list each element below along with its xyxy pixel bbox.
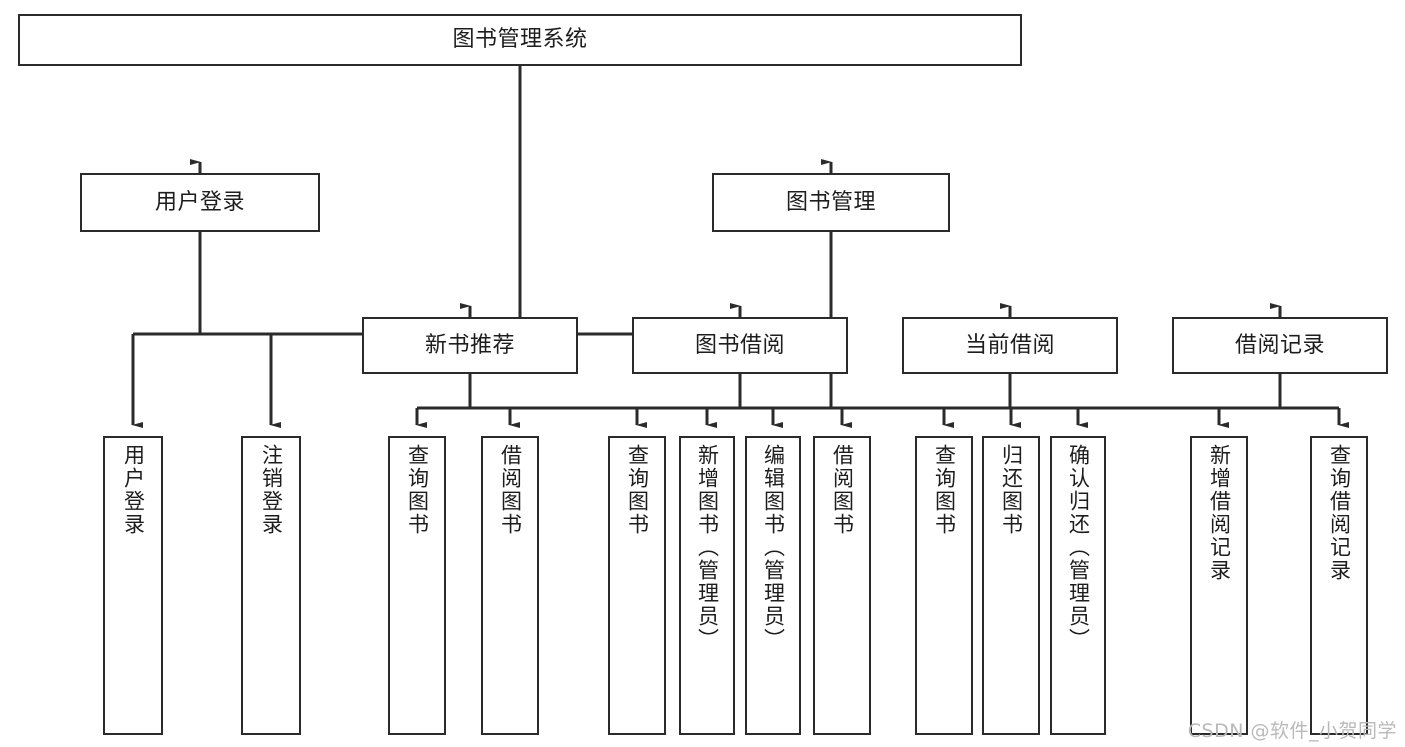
node-borrow-record-label: 借阅记录 bbox=[1234, 332, 1325, 358]
node-book-manage-label: 图书管理 bbox=[785, 189, 876, 215]
node-current-borrow[interactable]: 当前借阅 bbox=[902, 317, 1118, 374]
leaf-query-book-borrow[interactable]: 查询图书 bbox=[608, 436, 666, 735]
leaf-edit-book-admin[interactable]: 编辑图书（管理员） bbox=[745, 436, 801, 735]
node-new-book-recommend-label: 新书推荐 bbox=[424, 332, 515, 358]
node-book-borrow-label: 图书借阅 bbox=[694, 332, 785, 358]
leaf-query-book-borrow-label: 查询图书 bbox=[625, 444, 650, 536]
leaf-borrow-book-recommend[interactable]: 借阅图书 bbox=[481, 436, 539, 735]
node-book-manage[interactable]: 图书管理 bbox=[712, 173, 950, 232]
leaf-logout[interactable]: 注销登录 bbox=[241, 436, 301, 735]
leaf-return-book[interactable]: 归还图书 bbox=[982, 436, 1040, 735]
leaf-query-book-current[interactable]: 查询图书 bbox=[915, 436, 973, 735]
leaf-query-book-current-label: 查询图书 bbox=[932, 444, 957, 536]
leaf-query-borrow-record-label: 查询借阅记录 bbox=[1327, 444, 1352, 582]
node-user-login[interactable]: 用户登录 bbox=[80, 173, 320, 232]
leaf-borrow-book-borrow[interactable]: 借阅图书 bbox=[813, 436, 871, 735]
node-root[interactable]: 图书管理系统 bbox=[18, 14, 1022, 66]
leaf-query-book-recommend[interactable]: 查询图书 bbox=[388, 436, 446, 735]
node-borrow-record[interactable]: 借阅记录 bbox=[1172, 317, 1388, 374]
leaf-confirm-return-admin[interactable]: 确认归还（管理员） bbox=[1050, 436, 1106, 735]
leaf-query-book-recommend-label: 查询图书 bbox=[405, 444, 430, 536]
leaf-confirm-return-admin-label: 确认归还（管理员） bbox=[1066, 444, 1091, 651]
leaf-borrow-book-borrow-label: 借阅图书 bbox=[830, 444, 855, 536]
leaf-add-book-admin[interactable]: 新增图书（管理员） bbox=[679, 436, 735, 735]
node-user-login-label: 用户登录 bbox=[154, 189, 245, 215]
node-current-borrow-label: 当前借阅 bbox=[964, 332, 1055, 358]
leaf-add-borrow-record[interactable]: 新增借阅记录 bbox=[1190, 436, 1248, 735]
leaf-user-login-label: 用户登录 bbox=[121, 444, 146, 536]
leaf-add-book-admin-label: 新增图书（管理员） bbox=[695, 444, 720, 651]
leaf-edit-book-admin-label: 编辑图书（管理员） bbox=[761, 444, 786, 651]
leaf-user-login[interactable]: 用户登录 bbox=[103, 436, 163, 735]
node-new-book-recommend[interactable]: 新书推荐 bbox=[362, 317, 578, 374]
leaf-query-borrow-record[interactable]: 查询借阅记录 bbox=[1310, 436, 1368, 735]
leaf-logout-label: 注销登录 bbox=[259, 444, 284, 536]
node-root-label: 图书管理系统 bbox=[452, 27, 588, 53]
leaf-borrow-book-recommend-label: 借阅图书 bbox=[498, 444, 523, 536]
node-book-borrow[interactable]: 图书借阅 bbox=[632, 317, 848, 374]
leaf-return-book-label: 归还图书 bbox=[999, 444, 1024, 536]
leaf-add-borrow-record-label: 新增借阅记录 bbox=[1207, 444, 1232, 582]
